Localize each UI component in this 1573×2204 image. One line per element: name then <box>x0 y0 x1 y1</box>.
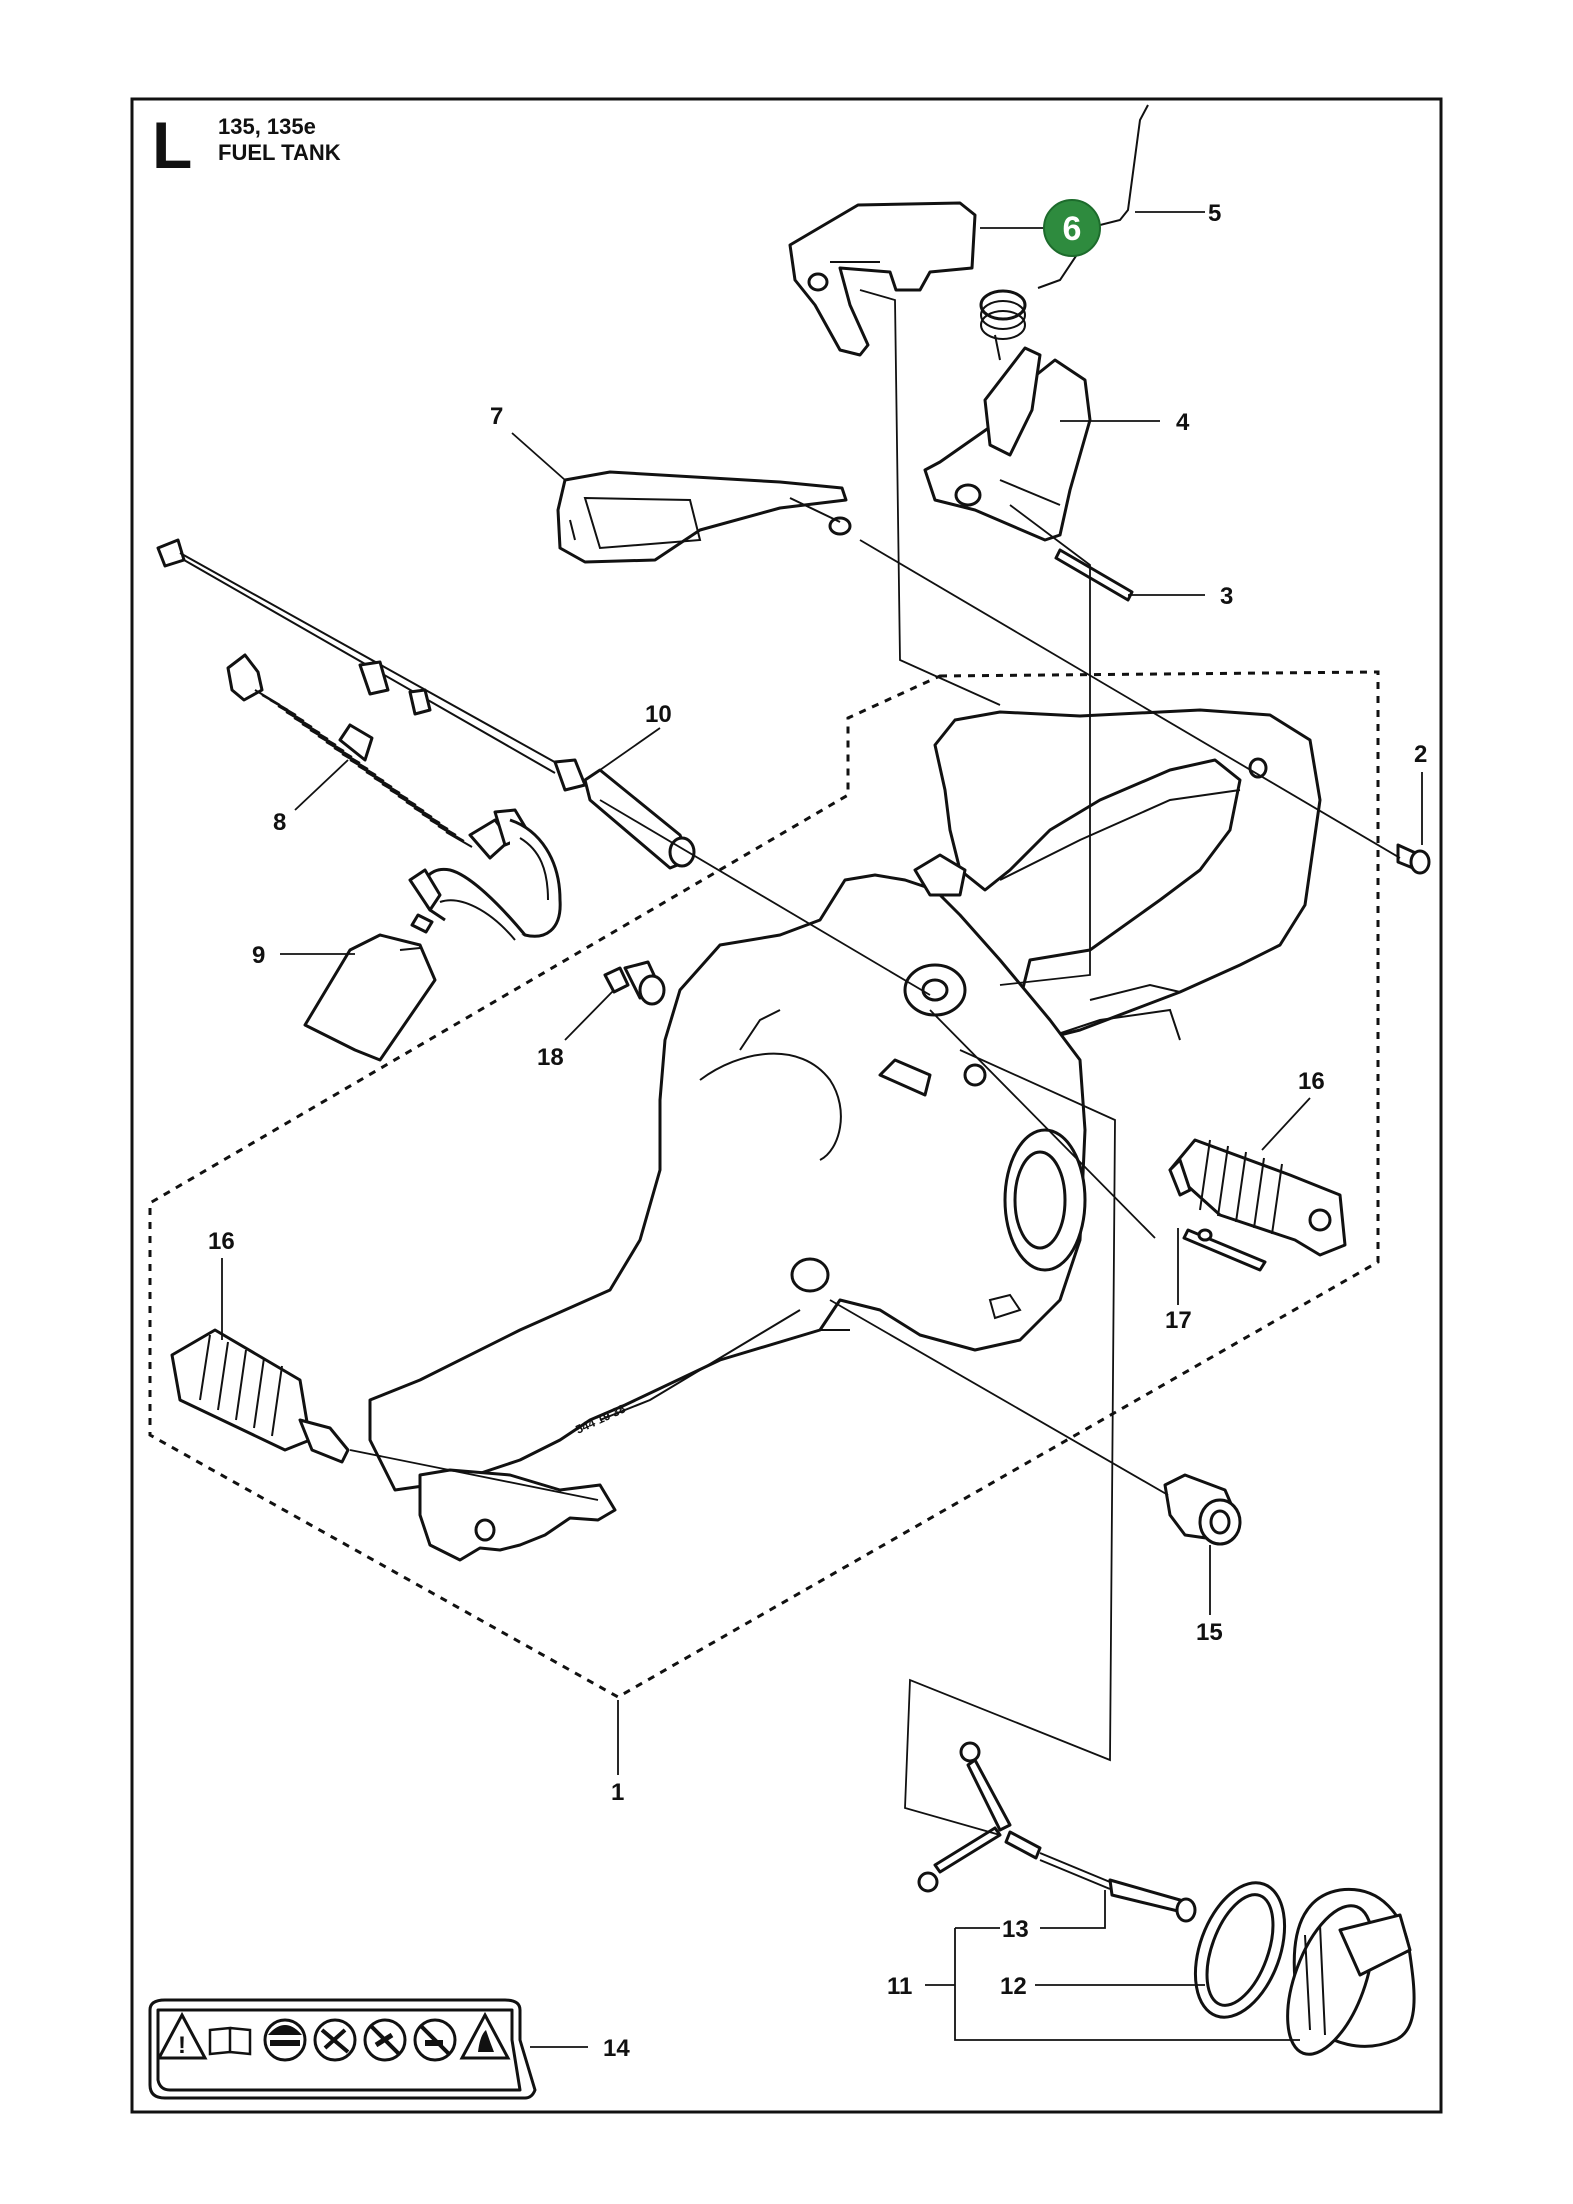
label-13: 13 <box>1002 1916 1029 1943</box>
spring-part <box>979 104 1149 361</box>
page-title: FUEL TANK <box>218 140 341 165</box>
screw-part <box>1396 843 1431 875</box>
ear-eye-protection-icon <box>263 2018 307 2062</box>
page-frame <box>130 97 1443 2114</box>
label-16-left: 16 <box>208 1228 235 1255</box>
leader-lines <box>221 211 1423 2048</box>
label-16-right: 16 <box>1298 1068 1325 1095</box>
label-9: 9 <box>252 942 265 969</box>
label-17: 17 <box>1165 1307 1192 1334</box>
pin-part <box>1054 548 1134 602</box>
throttle-rod-part <box>156 538 696 870</box>
no-smoking-icon <box>413 2018 457 2062</box>
no-one-hand-icon <box>363 2018 407 2062</box>
label-1: 1 <box>611 1779 624 1806</box>
section-letter: L <box>152 108 192 182</box>
label-10: 10 <box>645 701 672 728</box>
throttle-lockout-part <box>788 201 977 357</box>
manual-book-icon <box>208 2026 252 2056</box>
label-11: 11 <box>887 1973 912 2000</box>
warning-triangle-icon: ! <box>156 2011 208 2060</box>
throttle-trigger-part <box>556 470 852 564</box>
highlight-badge-6[interactable]: 6 <box>1043 199 1101 257</box>
vibration-damper-left-part <box>170 1328 350 1464</box>
highlight-badge-label: 6 <box>1063 210 1082 248</box>
label-8: 8 <box>273 809 286 836</box>
label-4: 4 <box>1176 409 1190 436</box>
fuel-hose-part <box>226 653 562 938</box>
flammable-icon <box>459 2011 511 2060</box>
fuel-filter-part <box>303 867 527 1062</box>
label-15: 15 <box>1196 1619 1223 1646</box>
label-12: 12 <box>1000 1973 1027 2000</box>
label-2: 2 <box>1414 741 1427 768</box>
pin-part-17 <box>1182 1228 1267 1272</box>
label-18: 18 <box>537 1044 564 1071</box>
label-3: 3 <box>1220 583 1233 610</box>
warning-decal-part: ! <box>148 1998 537 2100</box>
fitting-part-15 <box>1163 1473 1242 1546</box>
label-7: 7 <box>490 403 503 430</box>
highlight-badge-circle <box>1043 199 1101 257</box>
svg-text:!: ! <box>178 2032 186 2059</box>
lever-housing-part <box>923 346 1092 542</box>
vibration-damper-right-part <box>1168 1138 1347 1257</box>
fuel-cap-assembly-part <box>917 1741 1416 2056</box>
label-14: 14 <box>603 2035 630 2062</box>
label-5: 5 <box>1208 200 1221 227</box>
part-labels: 5 4 3 7 10 8 9 18 2 16 17 16 15 1 13 11 … <box>208 200 1427 2062</box>
assembly-boundary <box>148 670 1380 1699</box>
fuel-tank-body-part: 544 19 38 <box>368 708 1322 1562</box>
model-numbers: 135, 135e <box>218 114 316 139</box>
no-kickback-icon <box>313 2018 357 2062</box>
plug-part <box>603 960 666 1006</box>
